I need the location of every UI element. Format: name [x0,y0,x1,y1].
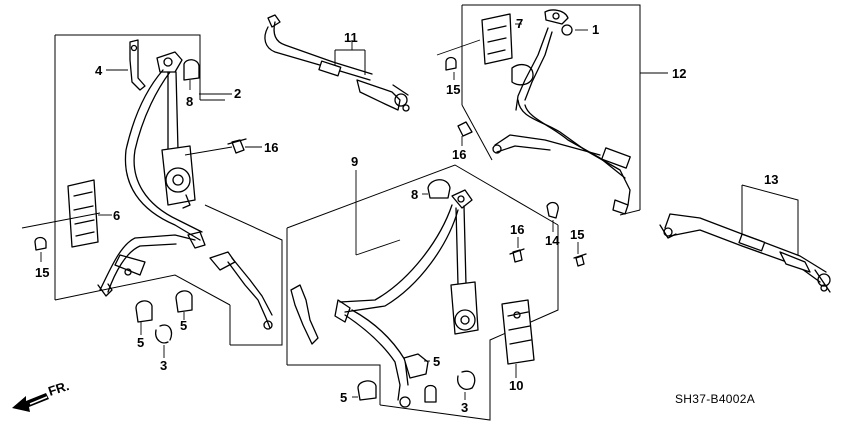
part-11-rear-belt-assembly [264,14,410,112]
part-3-nut-left [155,324,173,344]
callout-3-left: 3 [160,358,167,373]
callout-5-left-2: 5 [180,318,187,333]
part-16-bolt-left [227,138,247,154]
callout-10: 10 [509,378,523,393]
callout-15-left: 15 [35,265,49,280]
diagram-code: SH37-B4002A [675,392,755,406]
callout-9: 9 [351,154,358,169]
part-5-bushings-center [357,353,437,403]
part-8-anchor-cover-left [183,59,200,81]
callout-labels: 1 2 3 3 4 5 5 5 5 6 7 8 8 9 10 11 12 13 … [35,16,778,415]
part-5-bushings-left [135,290,193,323]
part-12-rear-seat-belt [481,9,631,215]
callout-15-right: 15 [570,227,584,242]
group-box-2 [54,34,283,346]
callout-1: 1 [592,22,599,37]
part-16-bolt-top-right [457,121,473,137]
part-15-screw-top [445,56,457,71]
leader-lines [21,23,668,400]
callout-8-center: 8 [411,187,418,202]
callout-14: 14 [545,233,560,248]
part-15-screw-right [573,253,587,267]
callout-16-top: 16 [452,147,466,162]
part-15-screw-left [34,236,47,251]
part-4-guide [129,39,146,91]
front-direction-label: FR. [46,378,71,399]
callout-12: 12 [672,66,686,81]
part-9-front-seat-belt [290,189,479,408]
part-1-cap [561,24,573,36]
group-box-9 [286,164,559,421]
callout-3-center: 3 [461,400,468,415]
group-box-13 [741,184,799,255]
callout-5-left: 5 [137,335,144,350]
part-8-anchor-cover-center [427,179,451,199]
callout-5-center-2: 5 [340,390,347,405]
callout-8-left: 8 [186,94,193,109]
callout-2: 2 [234,86,241,101]
part-3-nut-center [457,370,476,390]
callout-13: 13 [764,172,778,187]
callout-7: 7 [516,16,523,31]
part-14-clip [546,201,559,219]
callout-4: 4 [95,63,103,78]
callout-11: 11 [344,30,358,45]
callout-15-top: 15 [446,82,460,97]
part-16-bolt-center [509,248,525,263]
callout-16-center: 16 [510,222,524,237]
front-direction-arrow: FR. [12,378,71,412]
callout-5-center: 5 [433,354,440,369]
part-10-cover [501,299,535,365]
part-13-belt-assembly [659,213,831,293]
callout-16-left: 16 [264,140,278,155]
group-box-12 [461,4,641,216]
callout-6: 6 [113,208,120,223]
part-6-cover [67,179,99,248]
part-2-front-seat-belt [97,51,273,330]
